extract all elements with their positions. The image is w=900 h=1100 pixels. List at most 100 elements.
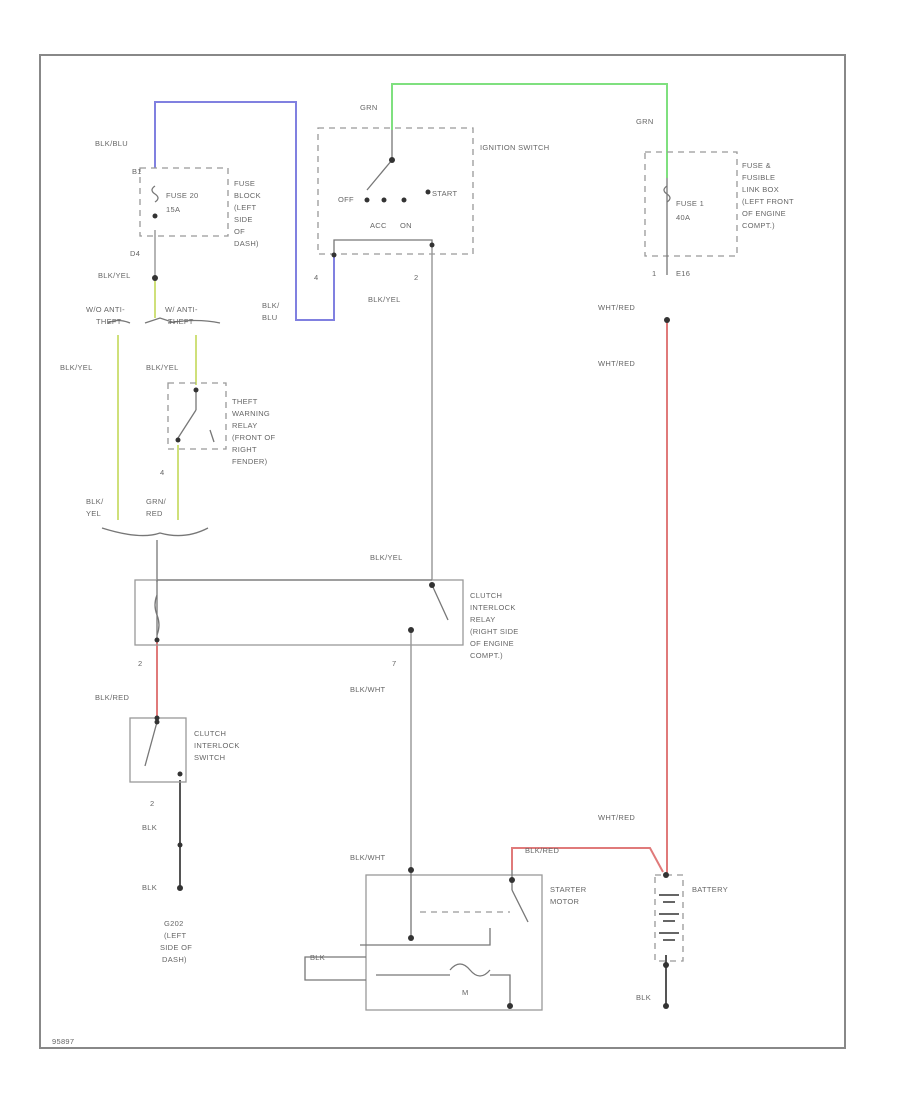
fuse-block-splice xyxy=(152,275,158,281)
pin-4-ign: 4 xyxy=(314,273,318,282)
wire-label-blk-2: BLK xyxy=(142,883,157,892)
wire-label-blk-yel-5: BLK/YEL xyxy=(370,553,403,562)
starter-left-lead xyxy=(304,956,366,981)
wire-label-blk-yel-2: BLK/YEL xyxy=(368,295,401,304)
starter-solenoid-pin xyxy=(408,935,414,941)
pin-4-theft: 4 xyxy=(160,468,164,477)
wire-label-blk-yel-1: BLK/YEL xyxy=(98,271,131,280)
theft-relay-pin-4 xyxy=(175,437,181,443)
pin-7-relay: 7 xyxy=(392,659,396,668)
fuse-link-title: FUSE & FUSIBLE LINK BOX (LEFT FRONT OF E… xyxy=(742,161,796,230)
clutch-relay-coil-symbol xyxy=(154,594,160,636)
diagram-frame xyxy=(39,54,846,1049)
starter-field-wire xyxy=(360,928,491,946)
grn-wire xyxy=(391,83,668,178)
clutch-relay-box xyxy=(134,579,464,646)
wire-label-blk-blu-top: BLK/BLU xyxy=(95,139,128,148)
wire-label-blk-wht-2: BLK/WHT xyxy=(350,853,386,862)
theft-relay-title: THEFT WARNING RELAY (FRONT OF RIGHT FEND… xyxy=(232,397,278,466)
battery-box xyxy=(654,874,684,962)
ign-pin-2-dot xyxy=(429,242,435,248)
pin-2-switch: 2 xyxy=(150,799,154,808)
ign-contact-on xyxy=(401,197,407,203)
theft-relay-box xyxy=(167,382,227,450)
fuse-block-pin-d4 xyxy=(152,213,158,219)
pin-2-ign: 2 xyxy=(414,273,418,282)
wire-label-blk-yel-split: BLK/ YEL xyxy=(86,497,106,518)
split-connector xyxy=(107,317,221,324)
pin-2-relay: 2 xyxy=(138,659,142,668)
blk-blu-wire xyxy=(154,101,335,321)
starter-m-label: M xyxy=(462,988,469,997)
fuse-link-splice xyxy=(664,317,670,323)
fuse-20-label: FUSE 20 xyxy=(166,191,199,200)
fuse-20-amps: 15A xyxy=(166,205,180,214)
theft-relay-pin-top xyxy=(193,387,199,393)
clutch-relay-pin-7 xyxy=(408,627,414,633)
clutch-switch-title: CLUTCH INTERLOCK SWITCH xyxy=(194,729,242,762)
clutch-switch-box xyxy=(129,717,187,783)
wire-label-blk-wht-1: BLK/WHT xyxy=(350,685,386,694)
battery-title: BATTERY xyxy=(692,885,728,894)
theft-relay-coil xyxy=(209,429,215,443)
fuse-20-symbol xyxy=(151,185,159,203)
ign-pivot xyxy=(389,157,395,163)
theft-relay-blade xyxy=(177,409,197,439)
wire-label-wht-red-3: WHT/RED xyxy=(598,813,635,822)
wire-label-wht-red-1: WHT/RED xyxy=(598,303,635,312)
wire-label-grn-right: GRN xyxy=(636,117,654,126)
fuse-block-title: FUSE BLOCK (LEFT SIDE OF DASH) xyxy=(234,179,263,248)
starter-motor-symbol xyxy=(449,963,491,977)
wire-label-wht-red-2: WHT/RED xyxy=(598,359,635,368)
ignition-switch-box xyxy=(317,127,474,255)
battery-neg xyxy=(663,962,669,968)
wire-label-wo-anti: W/O ANTI- THEFT xyxy=(86,305,127,326)
wire-label-blk-yel-3: BLK/YEL xyxy=(60,363,93,372)
starter-title: STARTER MOTOR xyxy=(550,885,589,906)
battery-ground xyxy=(663,1003,669,1009)
ign-contact-start xyxy=(425,189,431,195)
footer-id: 95897 xyxy=(52,1037,74,1046)
battery-cells xyxy=(659,894,679,941)
ign-blade xyxy=(366,159,393,191)
clutch-switch-pin-top xyxy=(154,719,160,725)
wire-label-blk-1: BLK xyxy=(142,823,157,832)
clutch-relay-pin-2 xyxy=(154,637,160,643)
clutch-switch-top-dot xyxy=(154,715,160,721)
ign-title: IGNITION SWITCH xyxy=(480,143,550,152)
ign-start-label: START xyxy=(432,189,458,198)
clutch-switch-blade xyxy=(144,721,158,767)
wire-label-grn-red: GRN/ RED xyxy=(146,497,168,518)
fuse-1-label: FUSE 1 xyxy=(676,199,704,208)
battery-pos xyxy=(663,872,669,878)
ign-connector-bar xyxy=(333,239,433,255)
ign-off-label: OFF xyxy=(338,195,354,204)
clutch-relay-blade xyxy=(431,584,449,621)
ign-contact-acc xyxy=(381,197,387,203)
wire-label-grn-left: GRN xyxy=(360,103,378,112)
starter-b-pin xyxy=(509,877,515,883)
blk-red-wire-battery xyxy=(511,847,664,873)
starter-armature-right xyxy=(490,974,511,1005)
g202-title: G202 (LEFT SIDE OF DASH) xyxy=(160,919,195,964)
fuse-1-amps: 40A xyxy=(676,213,690,222)
wire-label-w-anti: W/ ANTI- THEFT xyxy=(165,305,200,326)
ign-pin-4-dot xyxy=(331,252,337,258)
wire-label-blk-blu-mid: BLK/ BLU xyxy=(262,301,282,322)
starter-motor-box xyxy=(365,874,543,1011)
fuse-block-box xyxy=(139,167,229,237)
pin-d4: D4 xyxy=(130,249,140,258)
wire-label-blk-red-1: BLK/RED xyxy=(95,693,129,702)
clutch-switch-pin-2 xyxy=(177,771,183,777)
clutch-relay-pivot xyxy=(429,582,435,588)
wire-label-blk-3: BLK xyxy=(310,953,325,962)
ground-splice xyxy=(177,842,183,848)
ign-contact-off xyxy=(364,197,370,203)
wire-label-blk-red-2: BLK/RED xyxy=(525,846,559,855)
wire-label-blk-4: BLK xyxy=(636,993,651,1002)
ign-acc-label: ACC xyxy=(370,221,387,230)
starter-s-dot xyxy=(408,867,414,873)
join-connector xyxy=(101,527,209,537)
pin-e16: E16 xyxy=(676,269,690,278)
